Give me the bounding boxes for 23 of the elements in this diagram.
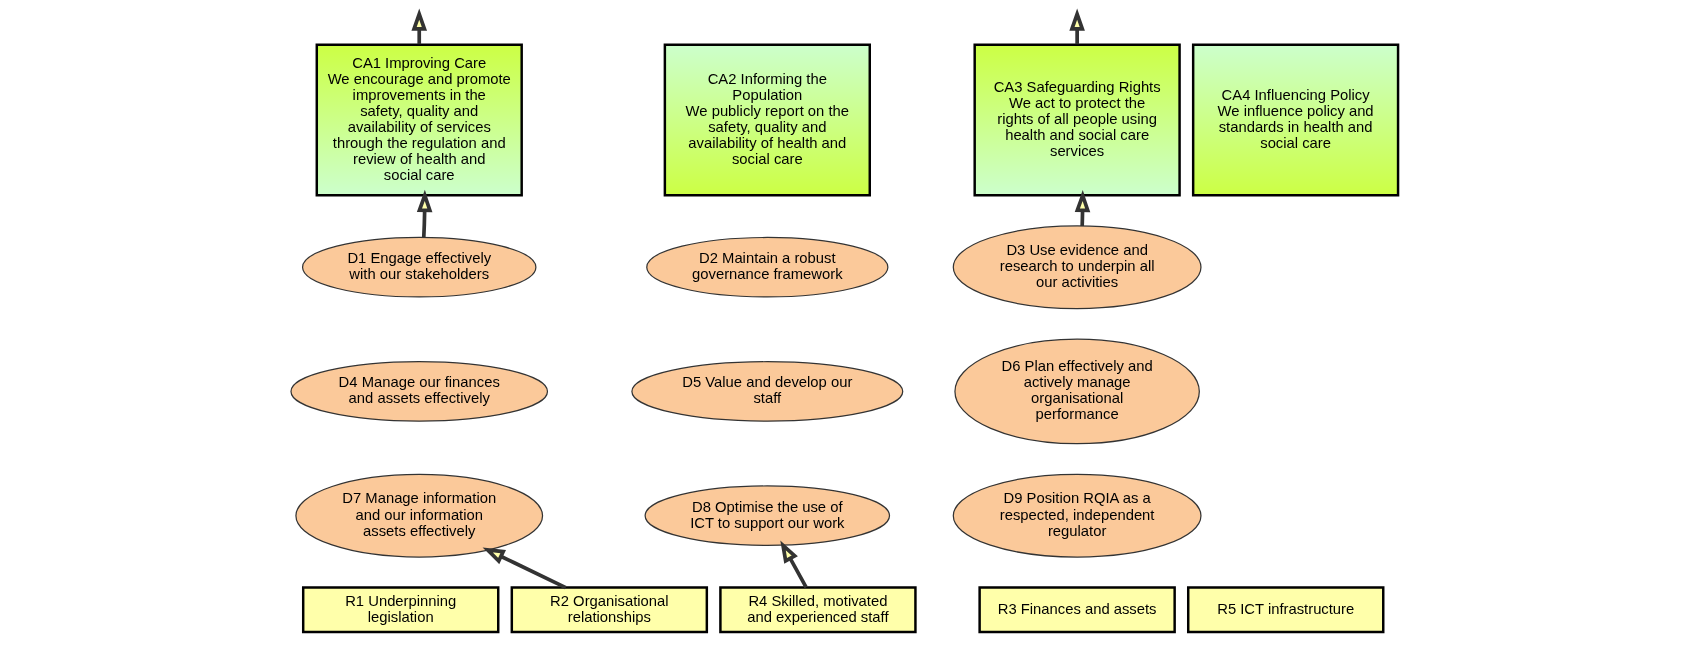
node-box: R2 Organisational relationships bbox=[510, 586, 708, 634]
node-box: CA4 Influencing Policy We influence policy and standards in health and social care bbox=[1191, 43, 1399, 197]
node-box: CA2 Informing the Population We publicly report on the safety, quality and availability of health and social care bbox=[663, 43, 871, 197]
node-ellipse: D1 Engage effectively with our stakeholders bbox=[301, 236, 536, 298]
node-box: R4 Skilled, motivated and experienced staff bbox=[718, 586, 917, 634]
node-ellipse: D5 Value and develop our staff bbox=[630, 361, 903, 422]
node-box: CA3 Safeguarding Rights We act to protect the rights of all people using health and social care services bbox=[972, 43, 1181, 197]
node-ellipse: D6 Plan effectively and actively manage organisational performance bbox=[953, 338, 1200, 445]
node-ellipse: D3 Use evidence and research to underpin all our activities bbox=[952, 225, 1202, 310]
node-ellipse: D4 Manage our finances and assets effectively bbox=[289, 361, 548, 422]
node-ellipse: D9 Position RQIA as a respected, independent regulator bbox=[952, 473, 1202, 558]
node-ellipse: D2 Maintain a robust governance framework bbox=[645, 236, 888, 298]
arrow bbox=[779, 540, 808, 589]
node-box: R3 Finances and assets bbox=[977, 586, 1176, 634]
node-ellipse: D7 Manage information and our information assets effectively bbox=[294, 473, 543, 558]
node-box: R5 ICT infrastructure bbox=[1186, 586, 1384, 634]
arrow bbox=[1068, 8, 1085, 45]
node-box: CA1 Improving Care We encourage and promote improvements in the safety, quality and availability of services through the regulation and review of health and social care bbox=[315, 43, 523, 197]
arrow bbox=[416, 189, 432, 238]
arrow bbox=[410, 8, 427, 45]
node-box: R1 Underpinning legislation bbox=[301, 586, 499, 634]
arrow bbox=[482, 547, 566, 590]
node-ellipse: D8 Optimise the use of ICT to support our work bbox=[644, 485, 890, 547]
